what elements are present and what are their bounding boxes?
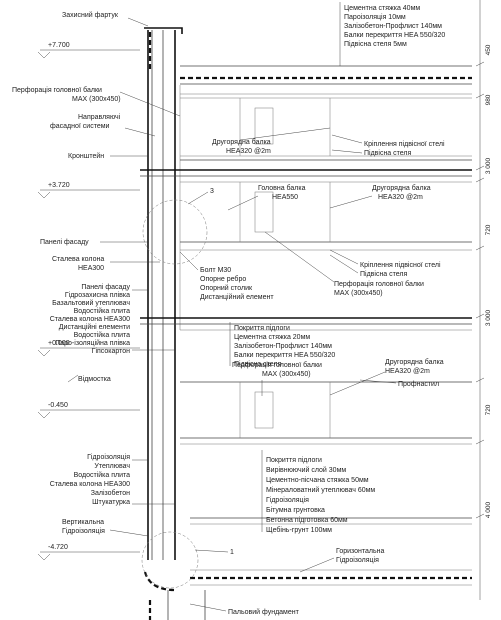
parapet-label: Захисний фартук <box>62 11 119 19</box>
ground-layer-1: Вирівнюючий слой 30мм <box>266 466 346 474</box>
floor-layer-4: Підвісна стеля <box>234 360 282 368</box>
level-ground: -0.450 <box>37 402 140 419</box>
floor-layers-list: Покриття підлоги Цементна стяжка 20мм За… <box>229 322 335 368</box>
horizontal-waterproofing-label: Горизонтальна Гідроізоляція <box>336 548 386 564</box>
facade-panels-label: Панелі фасаду <box>40 238 89 246</box>
callouts: 3 1 <box>187 188 234 556</box>
ground-layer-6: Бетонна підготовка 60мм <box>266 516 348 524</box>
floor-layer-1: Цементна стяжка 20мм <box>234 334 310 341</box>
wall-layer-1: Гідрозахисна плівка <box>65 291 130 299</box>
left-labels: Захисний фартук Перфорація головної балк… <box>12 11 300 616</box>
ground-layer-3: Мінераловатний утеплювач 60мм <box>266 486 375 494</box>
level-second-text: +3.720 <box>48 182 70 189</box>
wall-layer-5: Дистанційні елементи <box>59 323 130 331</box>
facade-guide-label: Направляючі фасадної системи <box>50 113 122 130</box>
dim-2: 3 000 <box>485 157 492 174</box>
joint-label-0: Болт M30 <box>200 267 231 274</box>
foundation-dash <box>143 571 176 592</box>
roof-layers-list: Цементна стяжка 40мм Пароізоляція 10мм З… <box>339 2 445 66</box>
roof-layer-2: Залізобетон-Профлист 140мм <box>344 22 442 30</box>
secondary-beam3-label: Другорядна балка HEA320 @2m <box>385 358 446 375</box>
wall-layers-list: Панелі фасаду Гідрозахисна плівка Базаль… <box>50 283 175 355</box>
perforation2-label: Перфорація головної балки MAX (300x450) <box>232 361 324 378</box>
roof-layer-1: Пароізоляція 10мм <box>344 13 406 21</box>
ground-layer-4: Гідроізоляція <box>266 496 309 504</box>
suspended-ceiling2-label: Підвісна стеля <box>360 270 408 278</box>
vertical-waterproofing-label: Вертикальна Гідроізоляція <box>62 519 106 535</box>
bracket-label: Кронштейн <box>68 152 104 160</box>
joint-labels: Болт M30 Опорне ребро Опорний столик Дис… <box>179 251 274 301</box>
ground-layer-2: Цементно-пісчана стяжка 50мм <box>266 476 369 484</box>
floor-layer-0: Покриття підлоги <box>234 324 290 332</box>
ground-layer-0: Покриття підлоги <box>266 456 322 464</box>
level-top: +7.700 <box>37 42 140 59</box>
callout-3: 3 <box>210 188 214 195</box>
level-bottom-text: -4.720 <box>48 544 68 551</box>
level-zero-text: +0.000 <box>48 340 70 347</box>
detail-circle-1 <box>141 531 199 589</box>
level-second: +3.720 <box>37 182 140 199</box>
profiled-sheet-label: Профнастил <box>398 381 439 388</box>
detail-circle-3 <box>142 199 208 265</box>
roof-layer-3: Балки перекриття HEA 550/320 <box>344 32 445 39</box>
suspended-mount-label: Кріплення підвісної стелі <box>364 140 445 148</box>
floor-layer-3: Балки перекриття HEA 550/320 <box>234 352 335 359</box>
roof-layer-0: Цементна стяжка 40мм <box>344 5 420 12</box>
dimension-chain: 450 980 3 000 720 3 000 720 4 000 <box>475 0 492 600</box>
level-ground-text: -0.450 <box>48 402 68 409</box>
dim-6: 4 000 <box>485 501 492 518</box>
level-markers: +7.700 +3.720 +0.000 -0.450 -4.720 <box>37 42 140 561</box>
secondary-beam2-label: Другорядна балка HEA320 @2m <box>372 184 433 201</box>
perforation-1 <box>254 107 274 145</box>
wall-layer-7: Паро-ізоляційна плівка <box>55 339 130 347</box>
wall-layer-6: Водостійка плита <box>74 331 131 339</box>
level-zero: +0.000 <box>37 340 140 357</box>
dim-4: 3 000 <box>485 309 492 326</box>
wall-layer-0: Панелі фасаду <box>81 283 130 291</box>
suspended-mount2-label: Кріплення підвісної стелі <box>360 261 441 269</box>
basement-layer-2: Водостійка плита <box>74 471 131 479</box>
wall-layer-4: Сталева колона HEA300 <box>50 316 130 323</box>
basement-layer-0: Гідроізоляція <box>87 453 130 461</box>
suspended-ceiling-label: Підвісна стеля <box>364 149 412 157</box>
joint-label-3: Дистанційний елемент <box>200 293 274 301</box>
wall-layer-3: Водостійка плита <box>74 307 131 315</box>
perforation-3 <box>254 391 274 429</box>
ground-layer-7: Щебінь-грунт 100мм <box>266 526 332 534</box>
joint-label-2: Опорний столик <box>200 284 253 292</box>
wall-layer-8: Гіпсокартон <box>92 347 130 355</box>
basement-layer-3: Сталева колона HEA300 <box>50 481 130 488</box>
dim-1: 980 <box>485 94 492 105</box>
basement-layers-list: Гідроізоляція Утеплювач Водостійка плита… <box>50 453 175 506</box>
foundation-label: Пальовий фундамент <box>228 608 300 616</box>
perforation-max-label: Перфорація головної балки MAX (300x450) <box>12 86 121 103</box>
wall-layer-2: Базальтовий утеплювач <box>52 299 130 307</box>
parapet-cap <box>144 27 183 34</box>
basement-layer-4: Залізобетон <box>91 489 130 497</box>
callout-1: 1 <box>230 549 234 556</box>
dim-3: 720 <box>485 224 492 235</box>
perforation-2 <box>254 191 274 233</box>
dim-0: 450 <box>485 44 492 55</box>
basement-layer-1: Утеплювач <box>94 463 130 470</box>
ground-layer-5: Бітумна грунтовка <box>266 506 325 514</box>
blind-area-label: Відмостка <box>78 375 111 383</box>
level-top-text: +7.700 <box>48 42 70 49</box>
level-bottom: -4.720 <box>37 544 140 561</box>
steel-column-label: Сталева колона HEA300 <box>52 256 106 272</box>
basement-layer-5: Штукатурка <box>92 499 130 506</box>
main-beam-label: Головна балка HEA550 <box>258 184 307 201</box>
ground-floor-layers-list: Покриття підлоги Вирівнюючий слой 30мм Ц… <box>261 450 375 534</box>
floor-layer-2: Залізобетон-Профлист 140мм <box>234 342 332 350</box>
dim-5: 720 <box>485 404 492 415</box>
structure <box>140 27 472 620</box>
perforation-label: Перфорація головної балки MAX (300x450) <box>334 280 426 297</box>
roof-layer-4: Підвісна стеля 5мм <box>344 40 407 48</box>
interior-labels: Другорядна балка HEA320 @2m Кріплення пі… <box>212 127 446 573</box>
secondary-beam-label: Другорядна балка HEA320 @2m <box>212 138 273 155</box>
joint-label-1: Опорне ребро <box>200 275 246 283</box>
